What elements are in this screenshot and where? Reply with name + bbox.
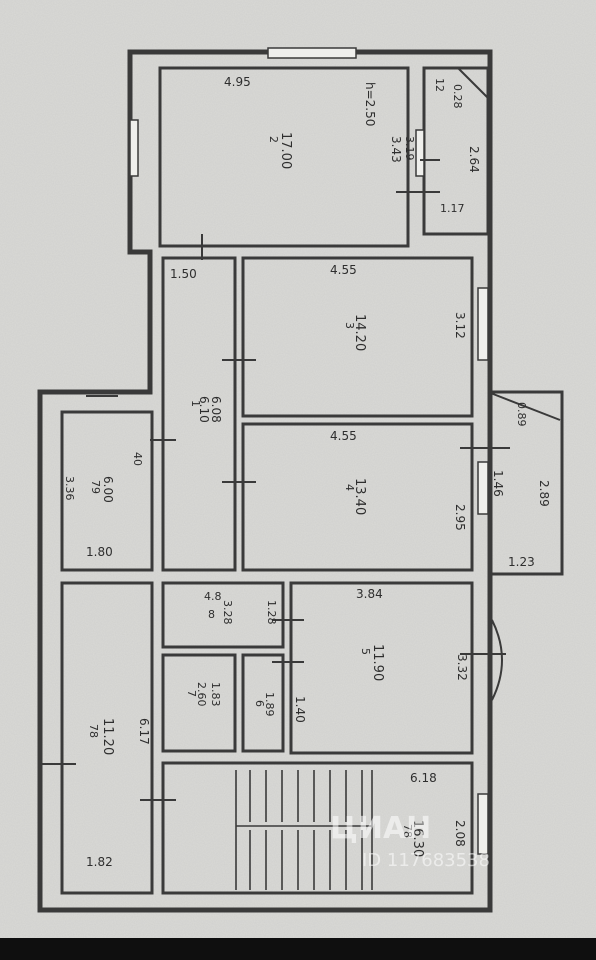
windows — [129, 47, 489, 855]
label-r2-area: 17.00 — [278, 132, 293, 169]
balcony-corners — [457, 67, 561, 421]
label-r79-area: 6.00 — [101, 476, 115, 503]
label-r6-num: 6 — [253, 700, 266, 707]
stair-room-outline — [161, 761, 474, 895]
outer-walls — [37, 49, 493, 913]
label-r8-num: 8 — [208, 608, 215, 621]
label-r78-bottom: 1.82 — [86, 855, 113, 869]
door-marks — [40, 159, 510, 801]
label-r2-side: 3.43 — [389, 136, 403, 163]
label-r78-area: 11.20 — [100, 718, 115, 755]
room-6-outline — [241, 653, 285, 753]
window-left — [129, 119, 139, 177]
room-outlines — [60, 66, 564, 895]
label-r4-num: 4 — [343, 484, 356, 491]
label-r79-side: 3.36 — [63, 476, 76, 501]
room-78-outline — [60, 581, 154, 895]
label-r5-left: 1.40 — [293, 696, 307, 723]
label-st-num: 78 — [401, 824, 414, 838]
label-balc1-top: 0.28 — [451, 84, 464, 109]
watermark-logo: ЦИАН — [330, 811, 431, 846]
room-8-outline — [161, 581, 285, 649]
label-st-side: 2.08 — [453, 820, 467, 847]
corridor-outline — [161, 256, 237, 572]
label-r79-num: 79 — [89, 480, 102, 494]
plan-labels: 4.95 h=2.50 2 17.00 3.43 3.19 0.28 12 2.… — [63, 75, 551, 869]
label-st-area: 16.30 — [410, 820, 425, 857]
label-balc2-top: 0.89 — [515, 402, 528, 427]
label-balc1-bottom: 1.17 — [440, 202, 465, 215]
label-r4-side: 2.95 — [453, 504, 467, 531]
label-r5-side: 3.32 — [455, 654, 469, 681]
watermark: ЦИАН ID 117683538 — [330, 811, 490, 871]
room-2-outline — [158, 66, 410, 248]
room-5-outline — [289, 581, 474, 755]
label-r4-top: 4.55 — [330, 429, 357, 443]
label-r79-left: 40 — [131, 452, 144, 466]
label-r8-area: 3.28 — [221, 600, 234, 625]
label-r79-bottom: 1.80 — [86, 545, 113, 559]
label-r8-top: 4.8 — [204, 590, 222, 603]
device-bottom-bar — [0, 938, 596, 960]
label-r2-top: 4.95 — [224, 75, 251, 89]
label-corr-num: 1 — [189, 400, 202, 407]
label-r78-side: 6.17 — [137, 718, 151, 745]
label-r3-num: 3 — [343, 322, 356, 329]
label-balc1-num: 12 — [433, 78, 446, 92]
room-7-outline — [161, 653, 237, 753]
label-balc2-num: 1.46 — [491, 470, 505, 497]
room-4-outline — [241, 422, 474, 572]
label-r5-area: 11.90 — [370, 644, 385, 681]
bay-window-arc — [491, 619, 503, 701]
room-79-outline — [60, 410, 154, 572]
label-r2-side2: 3.19 — [403, 136, 416, 161]
window-stair — [477, 793, 489, 855]
label-height: h=2.50 — [363, 82, 377, 126]
label-r7-area: 2.60 — [195, 682, 208, 707]
window-top — [267, 47, 357, 59]
label-st-top: 6.18 — [410, 771, 437, 785]
label-r3-side: 3.12 — [453, 312, 467, 339]
label-corr-area1: 6.10 — [197, 396, 211, 423]
label-r5-num: 5 — [359, 648, 372, 655]
label-r7-num: 7 — [185, 690, 198, 697]
label-balc1-side: 2.64 — [467, 146, 481, 173]
label-r3-area: 14.20 — [352, 314, 367, 351]
label-r5-top: 3.84 — [356, 587, 383, 601]
label-r6-area: 1.89 — [263, 692, 276, 717]
watermark-id: ID 117683538 — [362, 850, 490, 871]
room-3-outline — [241, 256, 474, 418]
stair-treads — [235, 770, 373, 890]
label-r7-side: 1.83 — [209, 682, 222, 707]
label-balc2-side: 2.89 — [537, 480, 551, 507]
label-r8-side: 1.28 — [265, 600, 278, 625]
window-room2 — [415, 129, 425, 177]
label-corr-area2: 6.08 — [209, 396, 223, 423]
label-r3-top: 4.55 — [330, 263, 357, 277]
window-room4 — [477, 461, 489, 515]
label-corr-top: 1.50 — [170, 267, 197, 281]
window-room3 — [477, 287, 489, 361]
label-r2-num: 2 — [267, 136, 280, 143]
label-r78-num: 78 — [87, 724, 100, 738]
label-r4-area: 13.40 — [352, 478, 367, 515]
label-balc2-bottom: 1.23 — [508, 555, 535, 569]
balcony-2-outline — [488, 390, 564, 576]
